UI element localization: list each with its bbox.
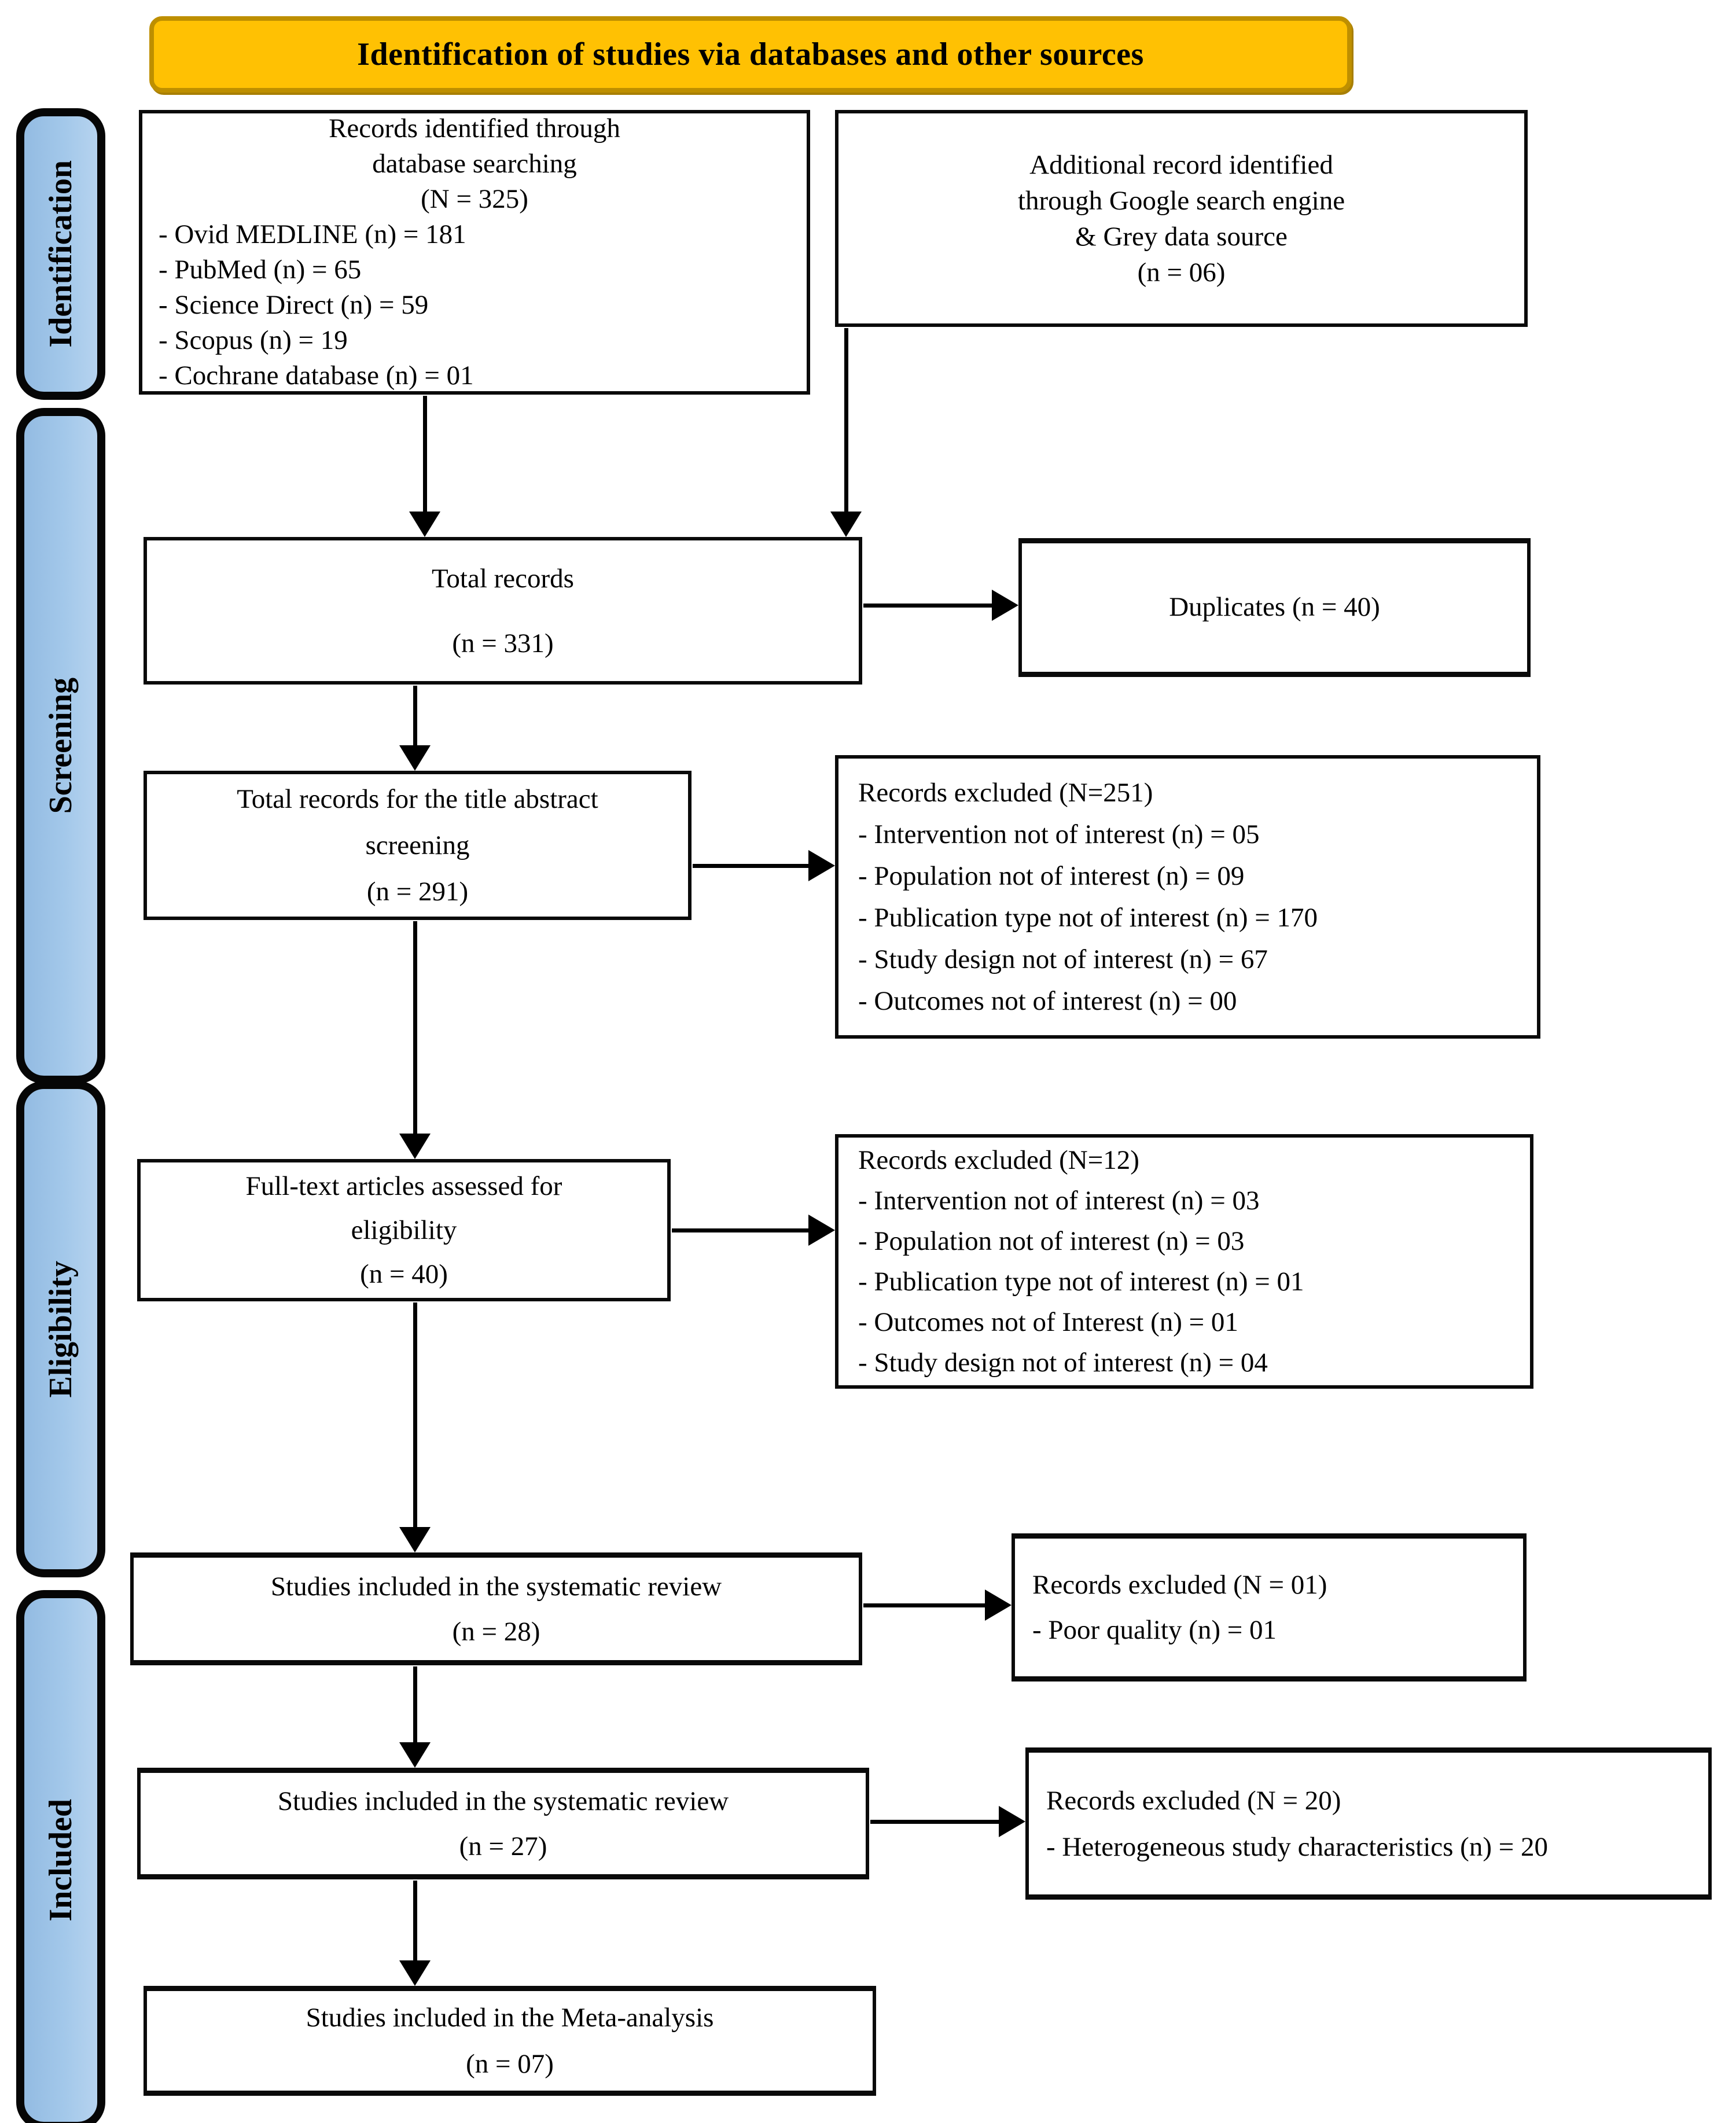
arrow-review27-to-excluded20: [870, 1820, 1000, 1824]
arrowhead-down-icon: [399, 745, 431, 771]
arrowhead-down-icon: [399, 1527, 431, 1552]
box-line: Records excluded (N=12): [858, 1145, 1139, 1175]
arrowhead-right-icon: [985, 1590, 1012, 1621]
additional-records-box: Additional record identified through Goo…: [835, 110, 1528, 327]
box-list-item: - Outcomes not of interest (n) = 00: [858, 986, 1237, 1016]
box-line: Total records: [432, 563, 574, 594]
arrow-additional-to-total: [844, 328, 848, 515]
box-list-item: - Scopus (n) = 19: [159, 325, 348, 355]
box-line: (n = 291): [366, 877, 469, 907]
box-list-item: - Science Direct (n) = 59: [159, 290, 429, 320]
records-identified-box: Records identified through database sear…: [139, 110, 810, 395]
records-excluded-01-box: Records excluded (N = 01) - Poor quality…: [1012, 1533, 1527, 1682]
box-list-item: - Population not of interest (n) = 09: [858, 861, 1245, 891]
stage-label-text: Eligibility: [43, 1260, 79, 1398]
box-list-item: - Study design not of interest (n) = 04: [858, 1348, 1268, 1378]
arrow-titleabstract-to-fulltext: [413, 921, 417, 1135]
box-line: (N = 325): [421, 184, 528, 214]
arrowhead-down-icon: [399, 1960, 431, 1986]
arrow-fulltext-to-excluded12: [672, 1228, 810, 1232]
arrow-records-to-total: [423, 396, 427, 515]
stage-label-text: Included: [43, 1798, 79, 1922]
box-line: Studies included in the Meta-analysis: [306, 2003, 714, 2033]
box-line: Additional record identified: [1029, 149, 1333, 180]
box-list-item: - Ovid MEDLINE (n) = 181: [159, 219, 466, 249]
box-line: Studies included in the systematic revie…: [277, 1786, 729, 1816]
arrow-review27-to-meta: [413, 1881, 417, 1962]
duplicates-box: Duplicates (n = 40): [1018, 538, 1531, 677]
box-list-item: - Poor quality (n) = 01: [1032, 1615, 1277, 1645]
box-list-item: - Cochrane database (n) = 01: [159, 360, 474, 391]
arrowhead-right-icon: [999, 1806, 1025, 1837]
stage-label-eligibility: Eligibility: [16, 1081, 105, 1577]
box-line: eligibility: [351, 1215, 457, 1245]
box-line: through Google search engine: [1017, 185, 1345, 216]
title-abstract-screening-box: Total records for the title abstract scr…: [144, 771, 692, 920]
box-list-item: - Population not of interest (n) = 03: [858, 1226, 1245, 1256]
meta-analysis-box: Studies included in the Meta-analysis (n…: [144, 1986, 876, 2096]
box-line: Records identified through: [329, 113, 620, 144]
records-excluded-12-box: Records excluded (N=12) - Intervention n…: [835, 1134, 1533, 1389]
box-line: (n = 06): [1137, 257, 1226, 288]
box-list-item: - PubMed (n) = 65: [159, 255, 362, 285]
box-line: Full-text articles assessed for: [245, 1171, 562, 1201]
arrowhead-right-icon: [808, 1215, 835, 1246]
arrow-fulltext-to-review28: [413, 1303, 417, 1529]
arrowhead-down-icon: [409, 512, 440, 537]
box-list-item: - Publication type not of interest (n) =…: [858, 903, 1318, 933]
box-list-item: - Outcomes not of Interest (n) = 01: [858, 1307, 1238, 1337]
box-list-item: - Heterogeneous study characteristics (n…: [1046, 1831, 1548, 1862]
arrowhead-down-icon: [399, 1134, 431, 1159]
arrow-titleabstract-to-excluded251: [693, 864, 810, 868]
box-line: Total records for the title abstract: [237, 784, 598, 814]
box-line: screening: [365, 830, 470, 860]
box-list-item: - Intervention not of interest (n) = 05: [858, 819, 1260, 849]
arrow-review28-to-review27: [413, 1666, 417, 1743]
systematic-review-28-box: Studies included in the systematic revie…: [130, 1552, 862, 1665]
arrowhead-right-icon: [808, 850, 835, 881]
box-line: (n = 28): [452, 1616, 540, 1647]
arrowhead-down-icon: [399, 1742, 431, 1768]
arrow-total-to-titleabstract: [413, 686, 417, 746]
arrow-review28-to-excluded01: [863, 1603, 986, 1607]
box-list-item: - Study design not of interest (n) = 67: [858, 944, 1268, 974]
box-line: & Grey data source: [1075, 221, 1288, 252]
box-list-item: - Intervention not of interest (n) = 03: [858, 1186, 1260, 1216]
box-line: Records excluded (N = 20): [1046, 1785, 1341, 1816]
systematic-review-27-box: Studies included in the systematic revie…: [137, 1768, 869, 1879]
stage-label-screening: Screening: [16, 408, 105, 1084]
full-text-eligibility-box: Full-text articles assessed for eligibil…: [137, 1159, 671, 1301]
box-line: (n = 07): [466, 2049, 554, 2079]
box-list-item: - Publication type not of interest (n) =…: [858, 1267, 1304, 1297]
records-excluded-20-box: Records excluded (N = 20) - Heterogeneou…: [1025, 1747, 1712, 1900]
box-line: Studies included in the systematic revie…: [270, 1571, 722, 1602]
box-line: Records excluded (N = 01): [1032, 1570, 1327, 1600]
arrowhead-down-icon: [830, 512, 862, 537]
stage-label-identification: Identification: [16, 108, 105, 400]
total-records-box: Total records (n = 331): [144, 537, 862, 685]
box-line: (n = 27): [459, 1831, 547, 1861]
box-line: (n = 331): [452, 628, 554, 658]
title-banner: Identification of studies via databases …: [149, 16, 1352, 93]
box-line: (n = 40): [360, 1259, 448, 1289]
box-line: database searching: [372, 149, 577, 179]
box-line: Records excluded (N=251): [858, 778, 1153, 808]
stage-label-included: Included: [16, 1590, 105, 2123]
arrow-total-to-duplicates: [863, 604, 994, 608]
arrowhead-right-icon: [992, 590, 1018, 621]
diagram-title: Identification of studies via databases …: [357, 36, 1144, 72]
box-line: Duplicates (n = 40): [1169, 592, 1380, 623]
records-excluded-251-box: Records excluded (N=251) - Intervention …: [835, 755, 1540, 1039]
stage-label-text: Screening: [43, 678, 79, 814]
stage-label-text: Identification: [43, 160, 79, 348]
